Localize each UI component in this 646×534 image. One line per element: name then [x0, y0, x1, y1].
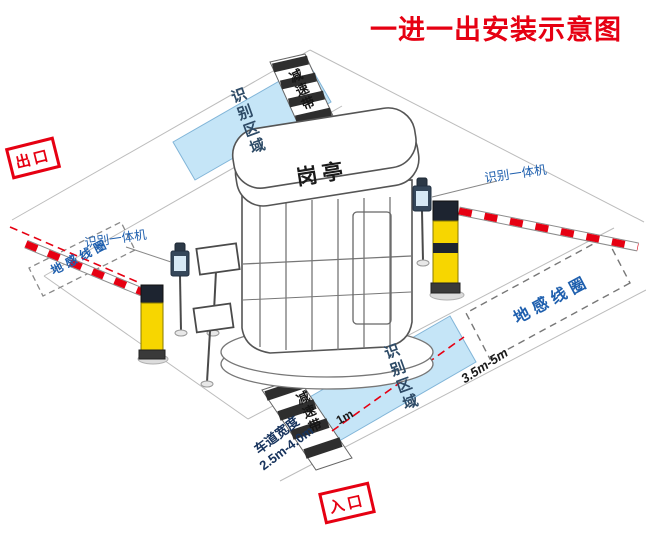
leader-line-left — [125, 246, 172, 263]
stripe — [287, 90, 326, 108]
lane-dashed-line-left — [9, 226, 141, 284]
machine-pole — [179, 275, 182, 332]
boundary-line — [309, 49, 645, 223]
recognition-machine-right — [412, 177, 432, 267]
barrier-gate-right — [429, 200, 639, 301]
ground-loop-left — [28, 221, 136, 297]
pole-base — [416, 259, 430, 267]
post-window — [433, 243, 458, 253]
stripe — [303, 437, 343, 459]
speed-bump-entry — [261, 377, 353, 471]
stripe — [290, 418, 330, 440]
diagram-title: 一进一出安装示意图 — [370, 15, 622, 45]
stripe — [294, 107, 333, 125]
machine-screen — [174, 256, 186, 271]
post-cap — [140, 284, 164, 304]
wall-line — [242, 291, 412, 301]
stripe — [277, 399, 317, 421]
barrier-arm-stripes — [458, 207, 639, 251]
window-sill — [242, 255, 412, 265]
boundary-line — [11, 49, 311, 221]
speed-bump-exit — [269, 53, 339, 136]
barrier-arm-stripes — [24, 240, 144, 296]
entrance-label: 入口 — [327, 491, 367, 517]
lane-dashed-line-entry — [331, 336, 465, 432]
roof-top — [231, 107, 417, 189]
exit-label: 出口 — [13, 146, 53, 172]
sign-boards — [192, 242, 241, 388]
booth-door — [352, 211, 392, 325]
booth-body — [241, 179, 413, 354]
stripe — [279, 72, 318, 90]
post-base — [138, 349, 166, 360]
pole-base — [200, 380, 214, 388]
sign-board — [192, 302, 235, 334]
recognition-machine-left — [170, 242, 190, 337]
post-base — [430, 282, 461, 294]
pole-base — [174, 329, 188, 337]
post-body — [140, 302, 164, 352]
machine-pole — [421, 210, 424, 262]
ground-loop-right — [465, 236, 631, 360]
sign-pole — [206, 330, 211, 383]
post-cap — [432, 200, 459, 222]
sign-board — [195, 242, 241, 276]
barrier-gate-left — [24, 239, 169, 365]
booth-windows — [242, 197, 412, 351]
leader-line-right — [431, 180, 498, 198]
guard-booth — [231, 107, 420, 354]
machine-screen — [416, 191, 428, 206]
booth-roof — [231, 107, 420, 207]
stripe — [271, 55, 310, 73]
